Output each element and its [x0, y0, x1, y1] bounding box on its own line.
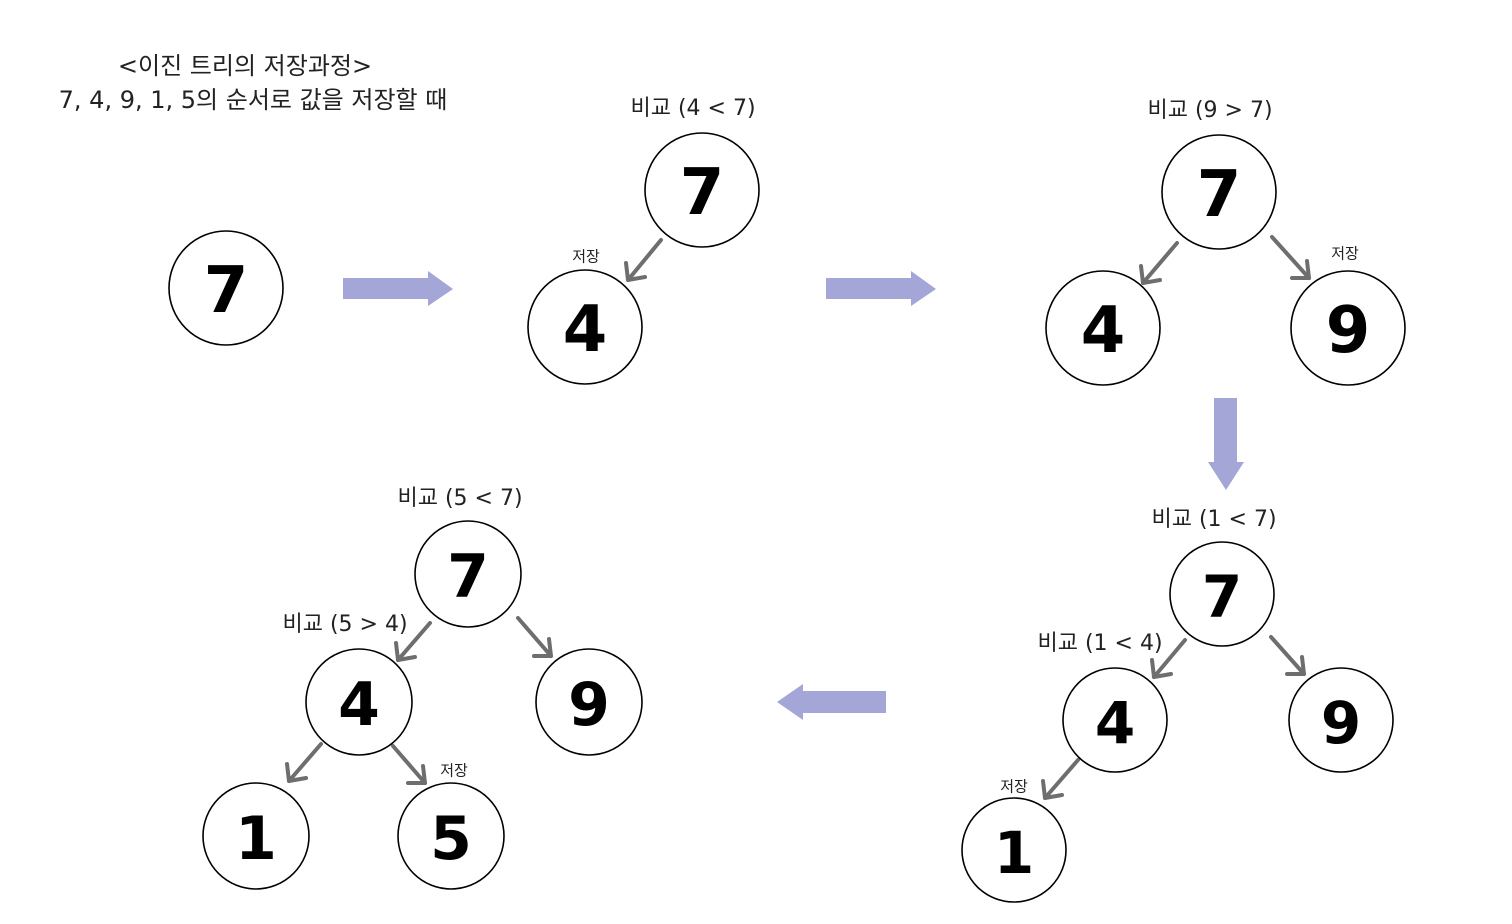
tree-edge: [516, 616, 553, 658]
svg-text:9: 9: [568, 670, 610, 740]
stage-5-tree: 7 4 9 1 5: [202, 520, 643, 890]
store-label: 저장: [1331, 244, 1359, 263]
tree-edge: [1269, 635, 1306, 676]
stage-2-tree: 7 4: [527, 132, 760, 385]
svg-text:9: 9: [1321, 689, 1361, 757]
svg-text:4: 4: [338, 670, 380, 740]
tree-node: 4: [1062, 667, 1168, 773]
tree-node: 7: [414, 520, 522, 628]
comparison-label: 비교 (9 > 7): [1147, 98, 1273, 123]
stage-4-tree: 7 4 9 1: [961, 541, 1394, 903]
svg-text:1: 1: [994, 819, 1034, 887]
tree-node: 5: [397, 782, 505, 890]
stage-1-tree: 7: [168, 230, 284, 346]
tree-node: 7: [1169, 541, 1275, 647]
tree-node: 7: [1161, 134, 1277, 250]
store-label: 저장: [440, 761, 468, 780]
svg-text:7: 7: [680, 156, 725, 230]
flow-arrow-left: [777, 684, 886, 720]
tree-edge: [1041, 758, 1080, 800]
tree-edge: [391, 744, 427, 785]
svg-text:7: 7: [447, 542, 489, 612]
comparison-label: 비교 (1 < 4): [1037, 631, 1163, 656]
tree-node: 9: [1290, 270, 1406, 386]
tree-edge: [624, 238, 663, 282]
store-label: 저장: [1000, 777, 1028, 796]
svg-text:7: 7: [204, 254, 249, 328]
comparison-label: 비교 (4 < 7): [630, 96, 756, 121]
svg-text:9: 9: [1326, 294, 1371, 368]
store-label: 저장: [572, 247, 600, 266]
stage-3-tree: 7 4 9: [1045, 134, 1406, 386]
tree-node: 7: [168, 230, 284, 346]
comparison-label: 비교 (5 > 4): [282, 612, 408, 637]
svg-text:4: 4: [1081, 294, 1126, 368]
flow-arrow-right: [343, 271, 453, 306]
diagram-title: <이진 트리의 저장과정>: [117, 52, 373, 80]
tree-edge: [1150, 638, 1187, 679]
tree-node: 9: [535, 648, 643, 756]
tree-edge: [1270, 235, 1311, 280]
tree-node: 4: [527, 269, 643, 385]
comparison-label: 비교 (1 < 7): [1151, 507, 1277, 532]
diagram-subtitle: 7, 4, 9, 1, 5의 순서로 값을 저장할 때: [58, 86, 448, 114]
svg-text:1: 1: [235, 804, 277, 874]
flow-arrow-down: [1208, 398, 1244, 490]
tree-edge: [1139, 241, 1179, 285]
svg-text:5: 5: [430, 804, 472, 874]
tree-node: 1: [202, 782, 310, 890]
tree-node: 7: [644, 132, 760, 248]
tree-edge: [285, 742, 323, 783]
tree-node: 9: [1288, 667, 1394, 773]
tree-node: 4: [305, 648, 413, 756]
flow-arrow-right: [826, 271, 936, 306]
tree-node: 4: [1045, 270, 1161, 386]
svg-text:7: 7: [1197, 158, 1242, 232]
svg-text:7: 7: [1202, 563, 1242, 631]
tree-node: 1: [961, 797, 1067, 903]
svg-text:4: 4: [563, 293, 608, 367]
comparison-label: 비교 (5 < 7): [397, 486, 523, 511]
svg-text:4: 4: [1095, 689, 1135, 757]
tree-edge: [394, 621, 432, 662]
